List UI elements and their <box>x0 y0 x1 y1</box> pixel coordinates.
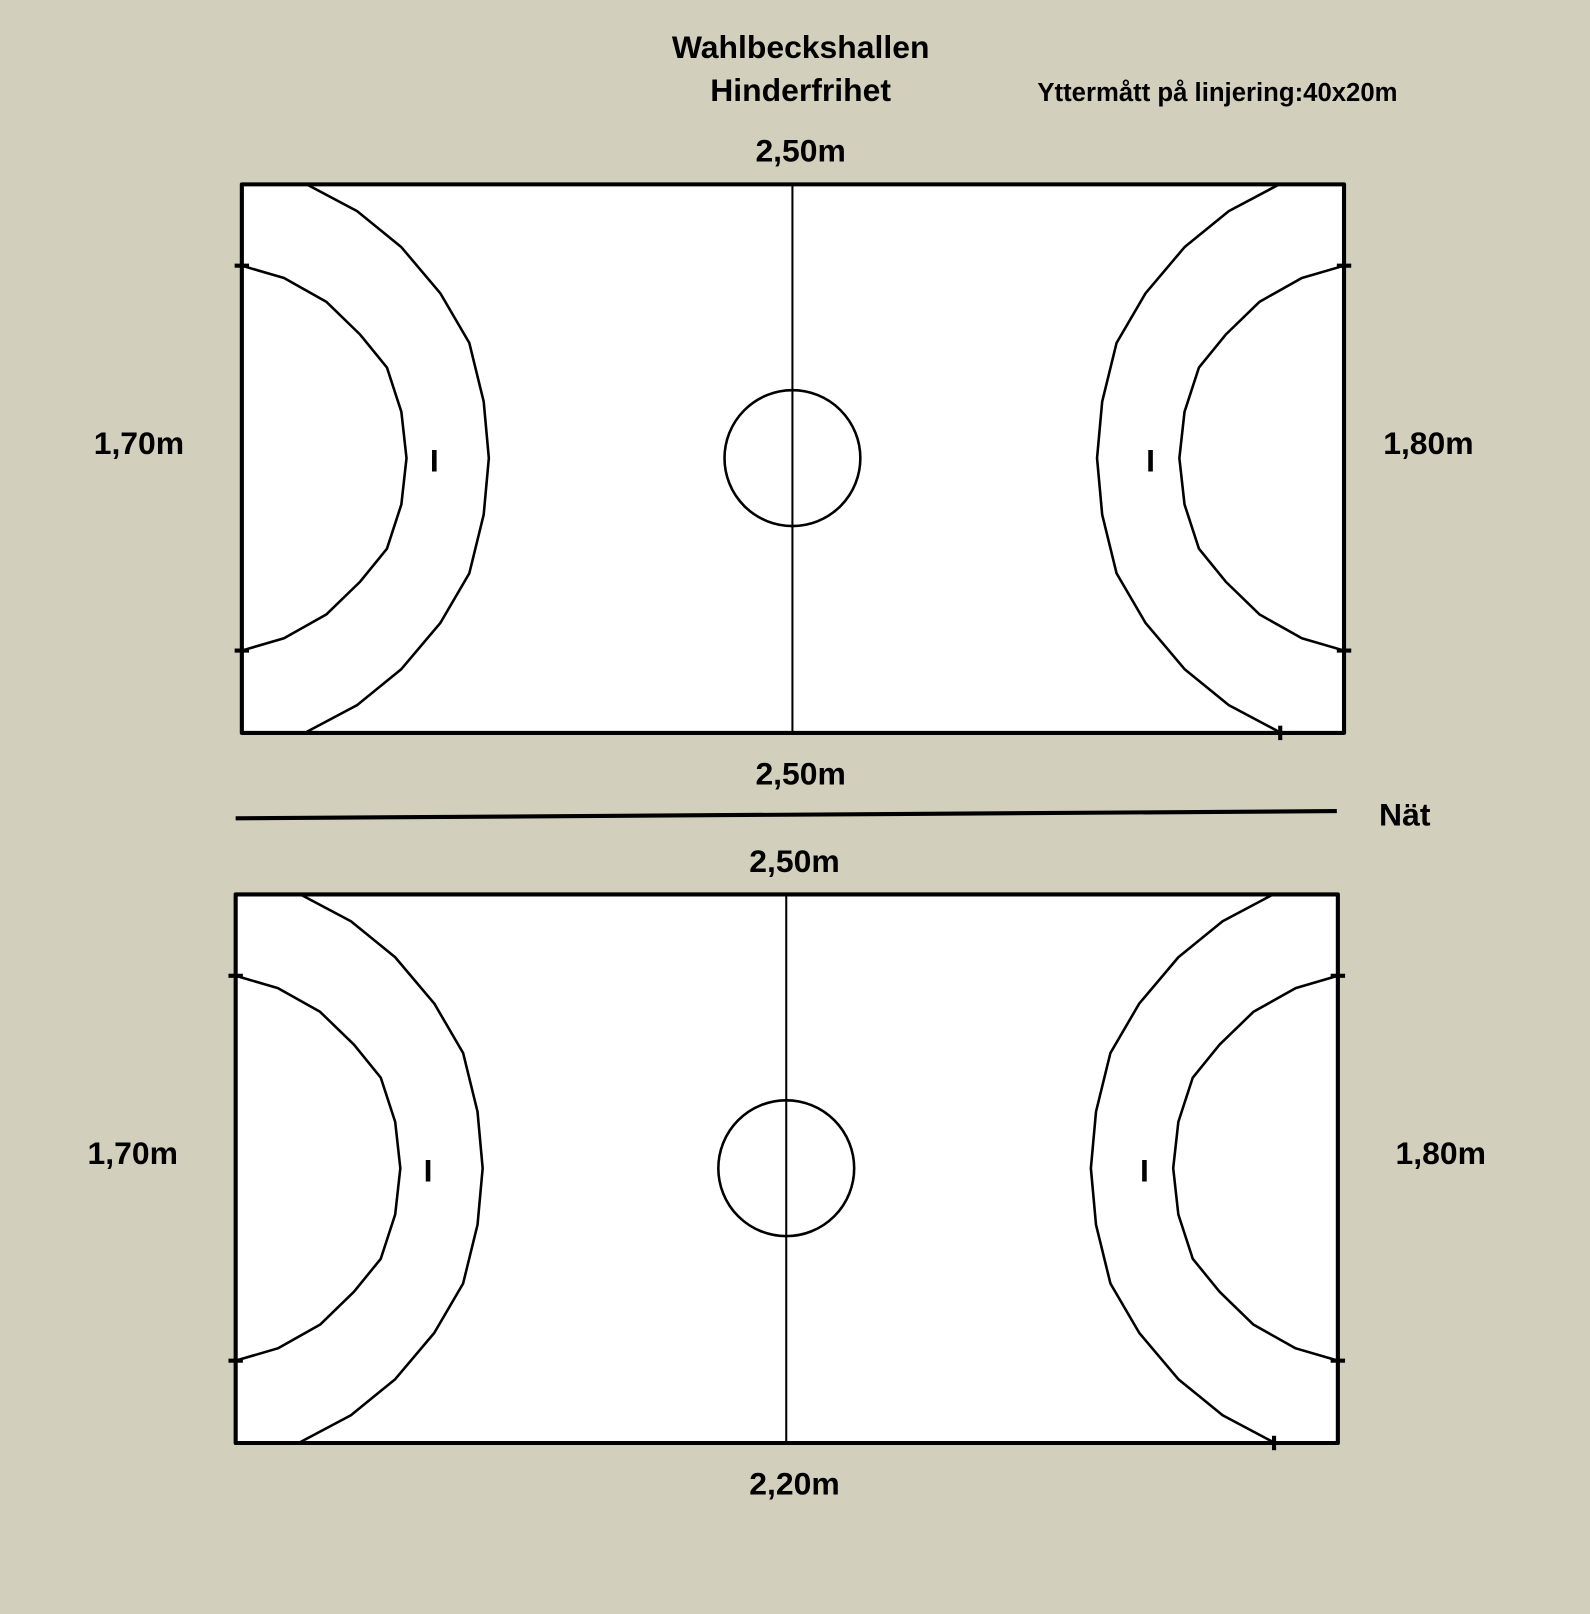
title: Wahlbeckshallen <box>672 29 930 65</box>
label-top: 2,50m <box>749 843 839 879</box>
goal-area-line-right <box>1171 974 1339 1362</box>
label-left: 1,70m <box>88 1135 178 1171</box>
goal-marker-left: I <box>424 1153 433 1189</box>
label-top: 2,50m <box>755 133 845 169</box>
goal-marker-left: I <box>430 443 439 479</box>
net-label: Nät <box>1379 797 1431 833</box>
free-throw-line-left <box>306 183 491 734</box>
label-left: 1,70m <box>94 425 184 461</box>
subtitle: Hinderfrihet <box>710 72 891 108</box>
goal-area-line-left <box>235 974 402 1362</box>
label-bottom: 2,50m <box>755 755 845 791</box>
label-bottom: 2,20m <box>749 1465 839 1501</box>
label-right: 1,80m <box>1383 425 1473 461</box>
free-throw-line-right <box>1095 183 1280 734</box>
free-throw-line-left <box>299 893 484 1444</box>
goal-area-line-left <box>241 264 408 652</box>
goal-area-line-right <box>1178 264 1345 652</box>
net-line <box>235 809 1337 821</box>
outer-dimensions: Yttermått på linjering:40x20m <box>1037 79 1397 107</box>
goal-marker-right: I <box>1146 443 1155 479</box>
label-right: 1,80m <box>1396 1135 1486 1171</box>
center-circle <box>723 388 862 528</box>
free-throw-line-right <box>1089 893 1274 1444</box>
goal-marker-right: I <box>1140 1153 1149 1189</box>
center-circle <box>717 1099 856 1238</box>
